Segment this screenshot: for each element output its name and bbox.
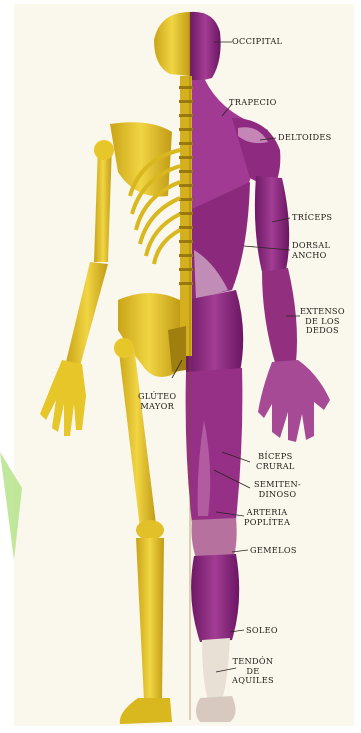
label-deltoides: DELTOIDES [278,133,332,143]
muscle-gluteus [186,290,243,379]
muscle-upper-arm [255,176,289,272]
muscle-thigh [186,368,243,524]
muscle-calf [191,554,239,642]
label-semitendinoso: SEMITEN- DINOSO [254,480,301,499]
label-extensor-dedos: EXTENSO DE LOS DEDOS [300,307,345,336]
femur-head [114,338,134,358]
heel [196,696,236,722]
knee-joint [136,520,164,540]
label-gemelos: GEMELOS [250,546,297,556]
label-gluteo-mayor: GLÚTEO MAYOR [138,392,176,411]
label-occipital: OCCIPITAL [232,37,282,47]
humerus-head [94,140,114,160]
label-trapecio: TRAPECIO [229,98,277,108]
knee-region [192,518,237,558]
label-soleo: SOLEO [246,626,278,636]
label-biceps-crural: BÍCEPS CRURAL [256,452,295,471]
label-arteria-poplitea: ARTERIA POPLÍTEA [244,508,290,527]
label-dorsal-ancho: DORSAL ANCHO [292,241,330,260]
label-tendon-aquiles: TENDÓN DE AQUILES [232,657,274,686]
label-triceps: TRÍCEPS [292,213,332,223]
vertebrae [179,86,193,285]
